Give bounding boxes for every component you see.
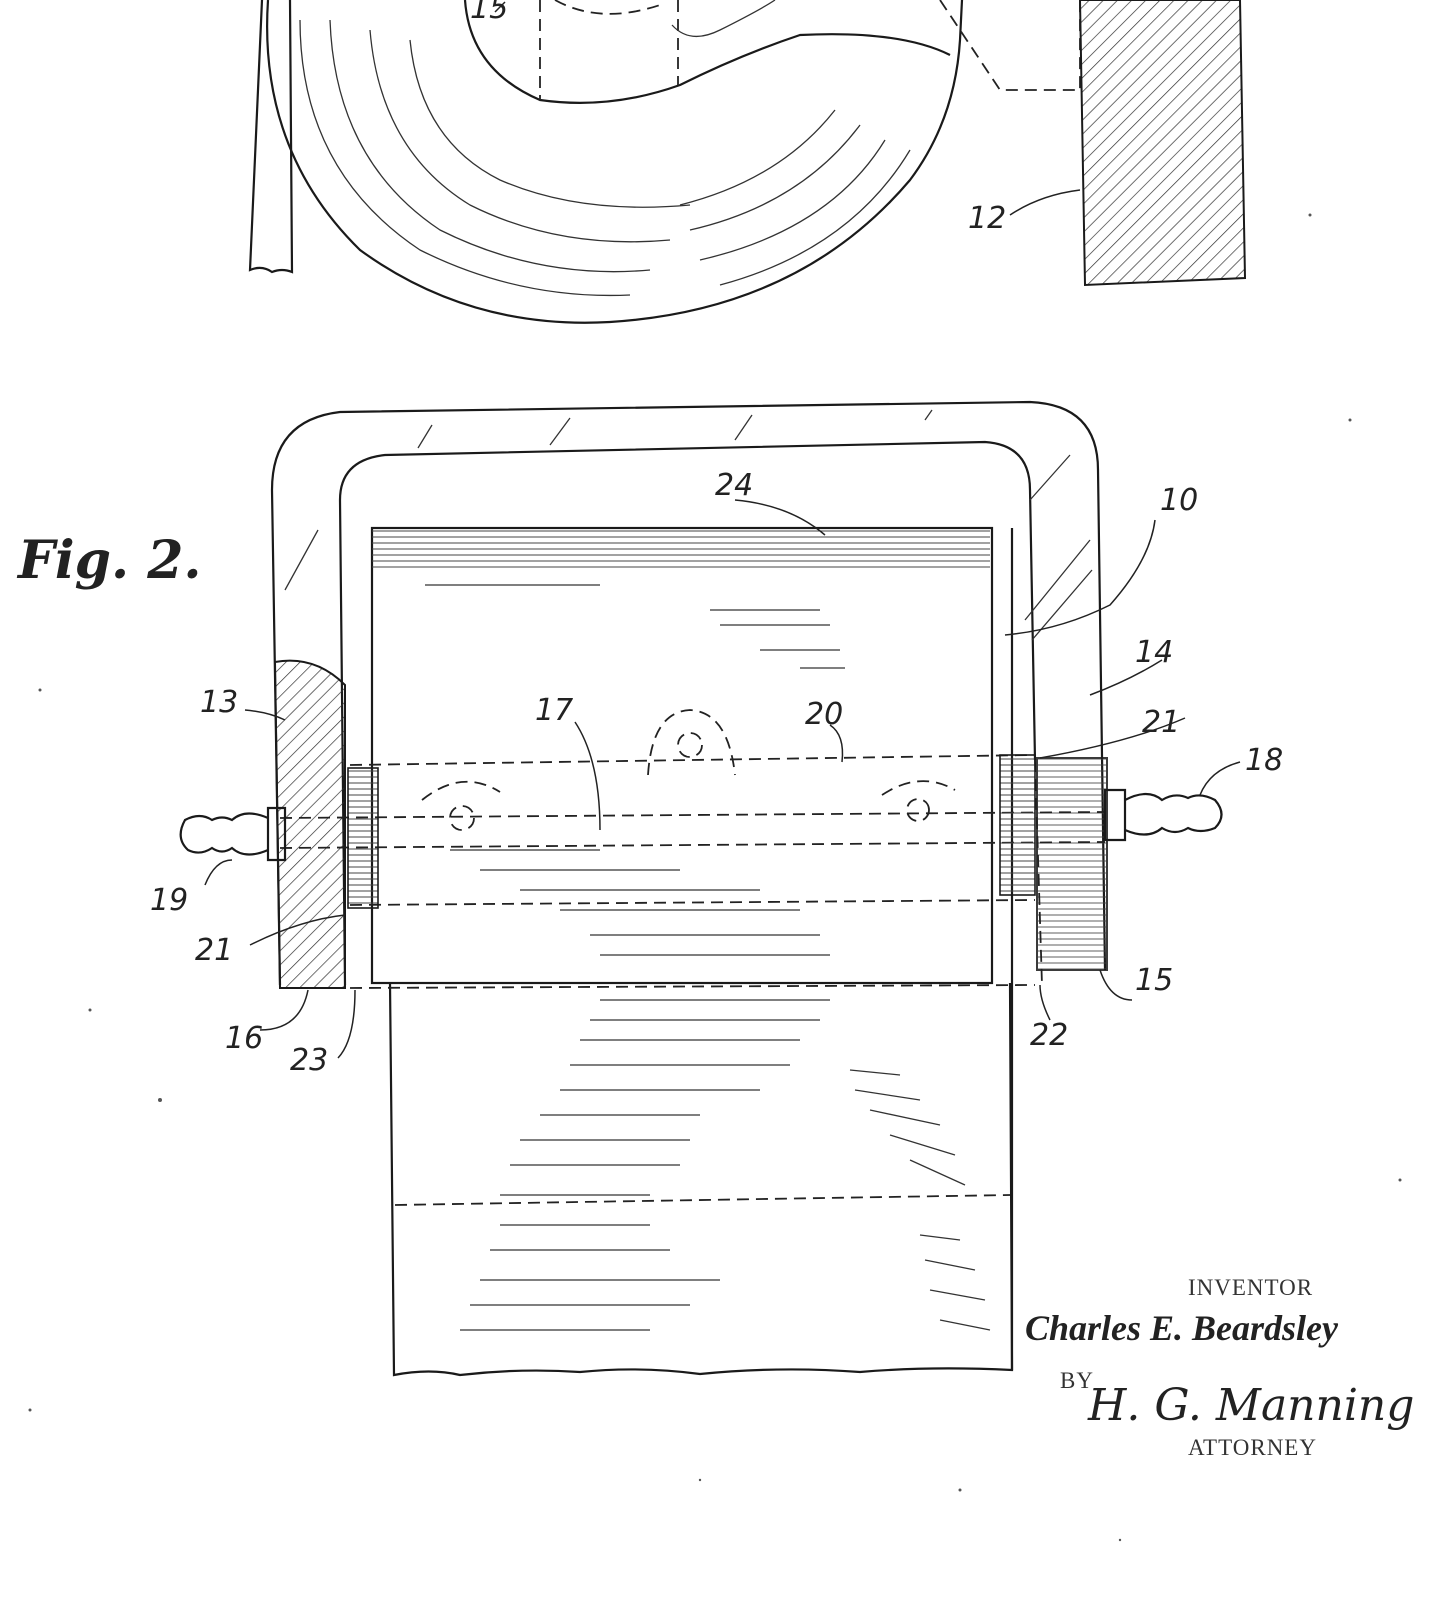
frame-highlights: [284, 409, 1093, 641]
ref-10: 10: [1160, 483, 1198, 518]
sleeve-21-left: [347, 767, 379, 909]
spindle-hidden-lines: [279, 754, 1106, 1206]
ref-14: 14: [1135, 635, 1173, 670]
knob-18: [1103, 788, 1223, 842]
ref-24: 24: [715, 468, 753, 503]
attorney-signature: H. G. Manning: [1087, 1380, 1414, 1431]
figure-1-partial: [248, 0, 1247, 324]
knob-19: [179, 806, 287, 862]
ref-21-left: 21: [195, 933, 233, 968]
by-label: BY: [1060, 1368, 1094, 1393]
ref-20: 20: [805, 697, 843, 732]
ref-15: 15: [1135, 963, 1173, 998]
paper-speckles: [28, 213, 1402, 1542]
hanging-paper-sheet: [388, 982, 1014, 1377]
end-piece-13: [273, 659, 346, 989]
figure-2-holder: [179, 400, 1241, 1377]
roll-core-cutaway: [463, 0, 951, 104]
paper-roll-outline: [266, 0, 964, 324]
holder-frame-outer: [270, 400, 1107, 986]
ref-19: 19: [150, 883, 188, 918]
roll-top-edge-24: [372, 528, 990, 568]
ref-18: 18: [1245, 743, 1283, 778]
signature-block: INVENTOR Charles E. Beardsley BY H. G. M…: [1025, 1275, 1414, 1460]
sleeve-21-right: [999, 754, 1036, 896]
spindle-lugs-20: [421, 709, 956, 831]
wall-section-12: [1078, 0, 1247, 287]
figure-label: Fig. 2.: [16, 530, 202, 591]
paper-roll-windings: [299, 19, 911, 297]
ref-15-top: 15: [470, 0, 508, 26]
inventor-caption: INVENTOR: [1188, 1275, 1313, 1300]
ref-17: 17: [535, 693, 573, 728]
end-disk-15: [1036, 757, 1108, 971]
holder-frame-inner: [338, 440, 1037, 986]
leader-lines: [204, 499, 1241, 1059]
ref-13: 13: [200, 685, 238, 720]
ref-22: 22: [1030, 1018, 1068, 1053]
ref-16: 16: [225, 1021, 263, 1056]
paper-roll-body: [370, 526, 994, 985]
ref-12: 12: [968, 201, 1006, 236]
inventor-name: Charles E. Beardsley: [1025, 1308, 1339, 1348]
attorney-caption: ATTORNEY: [1188, 1435, 1317, 1460]
ref-23: 23: [290, 1043, 328, 1078]
ref-21-right: 21: [1142, 705, 1180, 740]
hanging-paper-strip: [248, 0, 294, 274]
paper-shading: [425, 584, 991, 1331]
